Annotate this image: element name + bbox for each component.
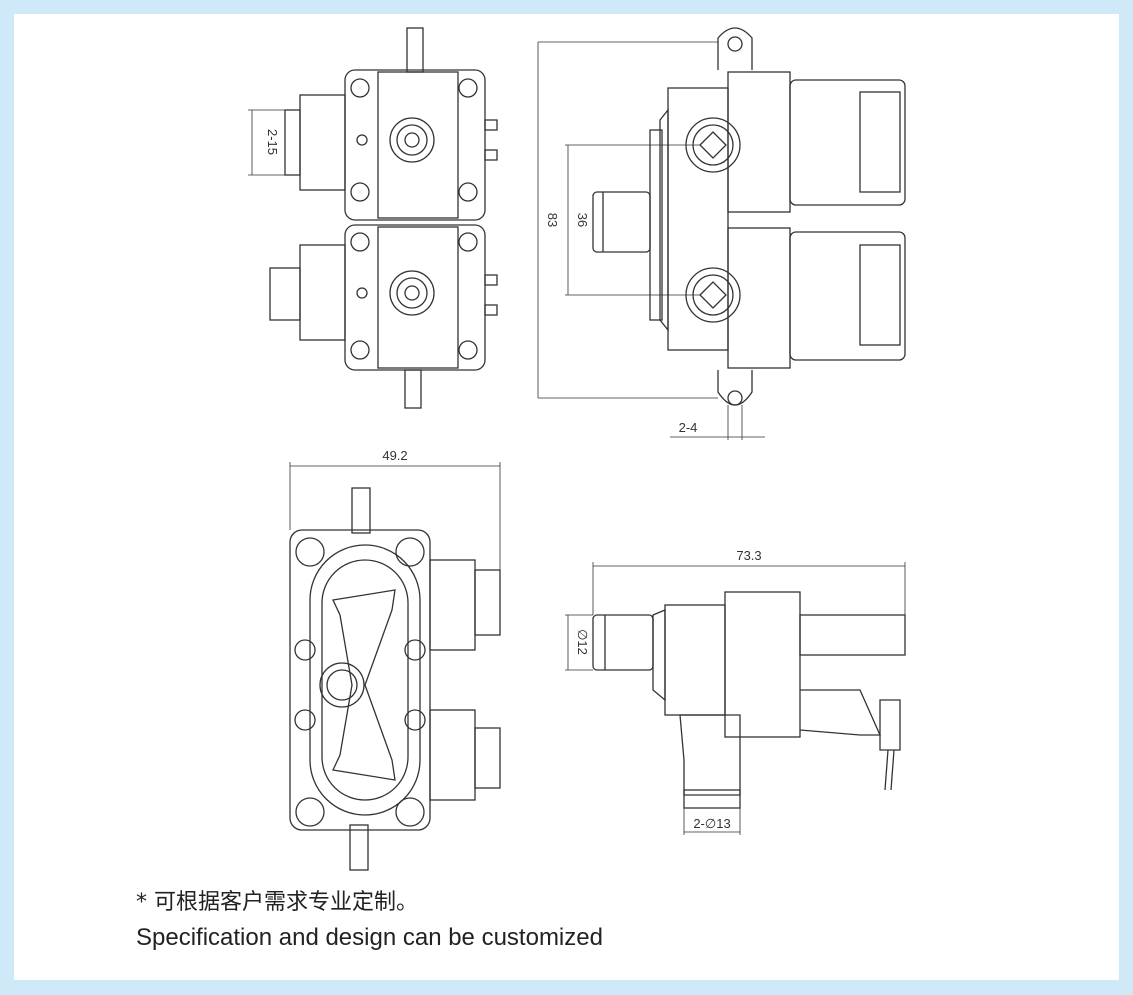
dim-total-height: 83 xyxy=(545,213,560,227)
dim-pin-pitch: 2-15 xyxy=(265,129,280,155)
dim-inlet-diameter: ∅12 xyxy=(575,629,590,655)
dim-outlet-diameter: 2-∅13 xyxy=(693,816,730,831)
dim-body-width: 49.2 xyxy=(382,448,407,463)
customization-note-chinese: * 可根据客户需求专业定制。 xyxy=(136,890,418,915)
dim-port-spacing: 36 xyxy=(575,213,590,227)
customization-note-english: Specification and design can be customiz… xyxy=(136,924,603,951)
rear-view xyxy=(289,462,501,871)
front-view xyxy=(248,27,498,409)
dim-total-length: 73.3 xyxy=(736,548,761,563)
dim-mount-hole: 2-4 xyxy=(679,420,698,435)
side-view xyxy=(537,27,906,440)
elevation-view xyxy=(565,562,906,835)
drawing-panel xyxy=(14,14,1119,980)
